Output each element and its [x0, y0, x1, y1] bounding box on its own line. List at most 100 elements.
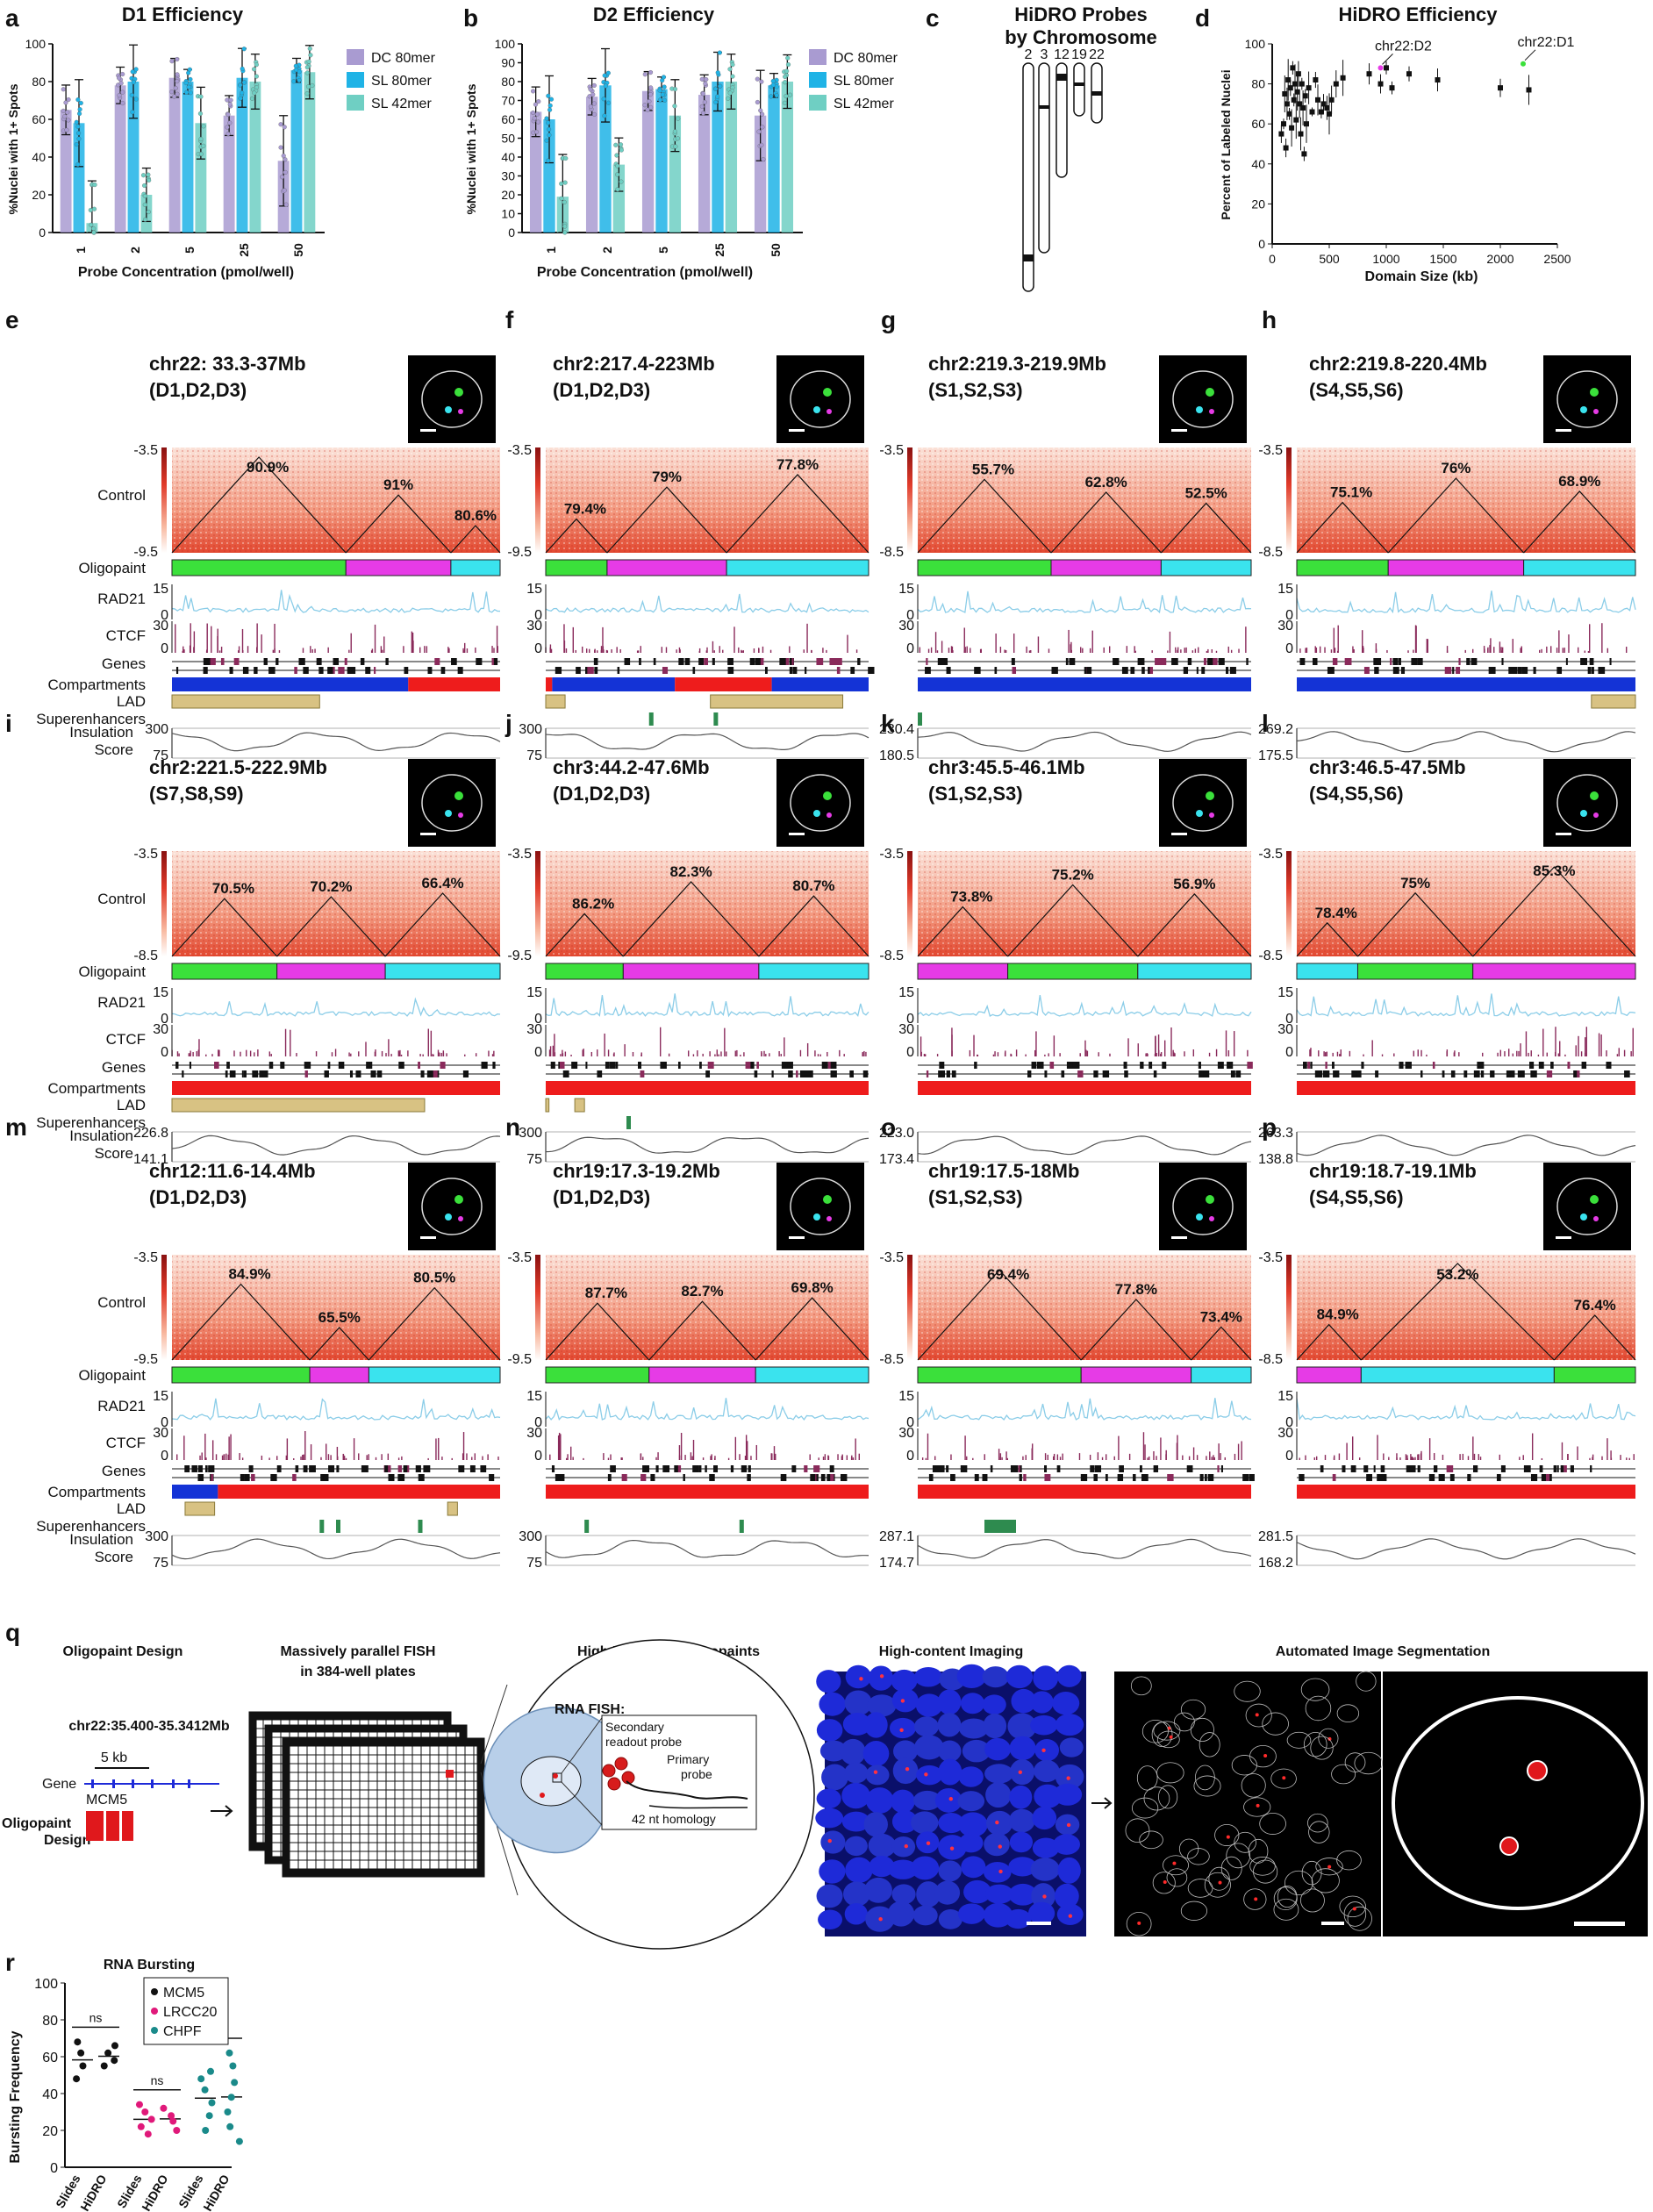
rad21-signal	[545, 1398, 869, 1421]
rna-spot	[1066, 1776, 1070, 1780]
gene-exon	[1556, 667, 1563, 674]
dapi-nucleus	[911, 1856, 940, 1880]
domain-efficiency: 70.5%	[212, 880, 254, 897]
gene-exon	[1140, 1062, 1144, 1069]
replicate-point	[310, 82, 315, 89]
insulation-curve	[917, 731, 1252, 752]
gene-exon	[1031, 1062, 1037, 1069]
x-tick-label: 500	[1319, 252, 1340, 266]
image-scale-bar	[420, 429, 436, 432]
replicate-point	[61, 87, 66, 92]
colorbar	[535, 1255, 540, 1360]
data-point	[1315, 97, 1320, 103]
colorbar-max: -3.5	[1258, 443, 1283, 458]
region-title: chr2:221.5-222.9Mb	[149, 756, 327, 778]
insulation-curve	[1296, 1135, 1636, 1156]
dapi-nucleus	[983, 1902, 1013, 1928]
replicate-dot	[111, 2042, 118, 2050]
replicate-point	[759, 79, 764, 84]
gene-exon	[197, 1474, 204, 1481]
segmented-spot	[1255, 1713, 1259, 1717]
compartment-a	[546, 1485, 869, 1499]
domain-triangle	[1050, 491, 1162, 554]
insulation-min: 75	[526, 748, 542, 763]
chromosome-label: 12	[1054, 47, 1070, 62]
data-point	[1333, 81, 1339, 87]
bar	[114, 85, 126, 233]
replicate-point	[615, 172, 620, 177]
insulation-max: 300	[519, 1529, 542, 1544]
replicate-point	[76, 136, 82, 141]
colorbar-min: -9.5	[507, 1352, 532, 1367]
domain-triangle	[1080, 1299, 1192, 1361]
replicate-point	[240, 66, 245, 71]
gene-exon	[1545, 1474, 1550, 1481]
gene-exon	[1539, 1465, 1543, 1472]
segmentation-panel-2	[1383, 1672, 1648, 1936]
replicate-point	[601, 97, 606, 102]
y-tick-label: 80	[501, 75, 515, 89]
gene-exon	[418, 1062, 421, 1069]
oligopaint-domain	[545, 963, 624, 980]
bar	[73, 123, 85, 233]
bar	[60, 110, 72, 233]
mp-fish-title-1: Massively parallel FISH	[281, 1644, 436, 1659]
gene-exon	[830, 1070, 837, 1077]
gene-exon	[713, 1465, 717, 1472]
oligopaint-domain	[450, 559, 501, 576]
gene-exon	[225, 1070, 228, 1077]
domain-efficiency: 65.5%	[318, 1309, 361, 1326]
insulation-curve	[917, 1538, 1252, 1559]
replicate-point	[75, 124, 81, 129]
gene-exon	[827, 1062, 833, 1069]
insulation-curve	[545, 733, 869, 751]
segmented-nucleus	[1220, 1856, 1242, 1880]
dapi-nucleus	[891, 1688, 919, 1713]
replicate-point	[278, 145, 283, 150]
segmented-nucleus	[1231, 1755, 1257, 1776]
ctcf-min: 0	[534, 641, 542, 656]
primary-probe-strand	[626, 1780, 748, 1800]
x-tick-label: 1	[74, 247, 88, 254]
insulation-max: 223.0	[879, 1126, 914, 1141]
dapi-nucleus	[816, 1884, 843, 1908]
gene-exon	[1363, 667, 1370, 674]
dapi-nucleus	[818, 1909, 843, 1929]
region-title: chr2:219.8-220.4Mb	[1309, 353, 1487, 375]
oligopaint-domain	[171, 559, 347, 576]
gene-exon	[1378, 1474, 1385, 1481]
replicate-point	[304, 70, 310, 75]
bar	[698, 95, 711, 233]
oligopaint-domain	[1296, 963, 1358, 980]
data-point	[1287, 85, 1293, 91]
gene-exon	[241, 1070, 244, 1077]
segmented-nucleus	[1336, 1850, 1362, 1871]
gene-exon	[1310, 1062, 1313, 1069]
insulation-curve	[917, 1135, 1252, 1156]
lad-block	[171, 694, 320, 709]
dapi-nucleus	[1027, 1901, 1055, 1925]
replicate-point	[175, 79, 180, 84]
replicate-point	[306, 84, 311, 89]
replicate-dot	[168, 2112, 175, 2120]
gene-exon	[404, 667, 409, 674]
gene-exon	[1322, 1070, 1330, 1077]
replicate-point	[548, 97, 554, 102]
gene-exon	[397, 1465, 402, 1472]
rna-spot	[949, 1846, 955, 1850]
replicate-point	[603, 83, 608, 89]
replicate-point	[602, 73, 607, 78]
replicate-point	[198, 136, 204, 142]
replicate-point	[699, 104, 705, 109]
replicate-point	[602, 113, 607, 118]
gene-exon	[338, 1062, 345, 1069]
segmented-nucleus	[1336, 1704, 1360, 1723]
hic-map-texture	[1297, 851, 1635, 956]
gene-exon	[1307, 1062, 1311, 1069]
replicate-point	[278, 122, 283, 127]
colorbar-max: -3.5	[879, 443, 904, 458]
gene-exon	[1411, 658, 1418, 665]
gene-exon	[404, 1465, 408, 1472]
dapi-nucleus	[841, 1811, 870, 1832]
dapi-nucleus	[963, 1879, 991, 1904]
